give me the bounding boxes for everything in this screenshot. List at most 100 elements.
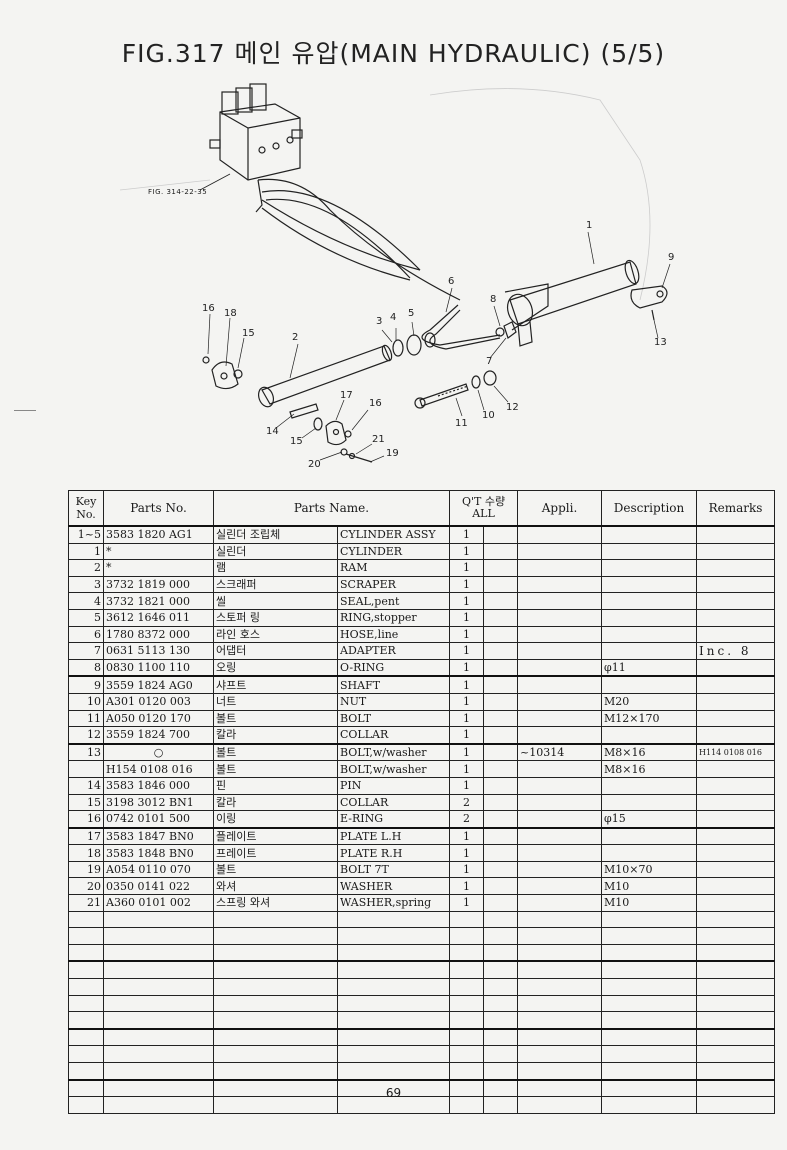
row-description	[601, 608, 698, 627]
blank-cell	[336, 1011, 451, 1030]
blank-cell	[336, 1096, 451, 1114]
callout-label: 14	[266, 426, 279, 437]
blank-cell	[696, 994, 776, 1013]
blank-cell	[68, 1028, 104, 1047]
row-appli	[517, 592, 603, 610]
row-quantity: 1	[449, 844, 485, 862]
callout-label: 15	[242, 328, 255, 339]
row-description	[601, 726, 698, 745]
blank-cell	[449, 1011, 485, 1030]
blank-cell	[336, 994, 451, 1013]
callout-label: 6	[448, 276, 455, 287]
blank-cell	[449, 994, 485, 1013]
cylinder-assy	[504, 259, 640, 347]
blank-cell	[517, 927, 603, 945]
blank-cell	[103, 927, 214, 945]
blank-cell	[213, 1028, 338, 1047]
row-part-no: A301 0120 003	[103, 692, 214, 711]
blank-cell	[213, 943, 338, 963]
callout-label: 13	[654, 337, 667, 348]
bolt-13	[651, 309, 655, 321]
callout-label: 12	[506, 402, 519, 413]
row-key-no: 9	[68, 675, 104, 694]
row-description: M8×16	[601, 743, 698, 762]
blank-cell	[601, 943, 698, 963]
row-remarks	[696, 877, 776, 896]
row-quantity-extra	[483, 642, 519, 660]
callout-label: 5	[408, 308, 415, 319]
row-appli	[517, 810, 603, 829]
hose	[265, 198, 411, 279]
seal-4	[406, 334, 422, 356]
row-name-english: PLATE L.H	[336, 827, 451, 846]
callout-label: 16	[202, 303, 215, 314]
row-quantity-extra	[483, 592, 519, 610]
blank-cell	[103, 943, 214, 963]
row-name-korean: 볼트	[213, 709, 338, 728]
blank-cell	[213, 1061, 338, 1081]
row-description	[601, 592, 698, 610]
blank-cell	[449, 927, 485, 945]
row-quantity-extra	[483, 692, 519, 711]
row-quantity-extra	[483, 894, 519, 912]
row-part-no: 3583 1848 BN0	[103, 844, 214, 862]
blank-cell	[517, 943, 603, 963]
plate-18	[211, 361, 239, 390]
row-quantity: 1	[449, 642, 485, 660]
row-key-no: 12	[68, 726, 104, 745]
row-name-english: BOLT,w/washer	[336, 760, 451, 778]
row-name-english: PIN	[336, 776, 451, 795]
hose	[261, 207, 411, 281]
row-name-korean: 샤프트	[213, 675, 338, 694]
row-name-korean: 실린더	[213, 542, 338, 561]
row-description	[601, 575, 698, 594]
row-part-no: A360 0101 002	[103, 894, 214, 912]
row-remarks	[696, 658, 776, 678]
row-description	[601, 542, 698, 561]
row-appli	[517, 860, 603, 879]
row-key-no: 3	[68, 575, 104, 594]
margin-mark	[14, 410, 36, 411]
row-quantity: 1	[449, 827, 485, 846]
blank-cell	[517, 960, 603, 980]
row-quantity: 1	[449, 525, 485, 544]
row-remarks	[696, 726, 776, 745]
blank-cell	[336, 910, 451, 929]
row-key-no: 6	[68, 625, 104, 644]
row-quantity: 1	[449, 608, 485, 627]
row-remarks	[696, 675, 776, 694]
callout-leaders	[207, 231, 671, 463]
blank-cell	[483, 927, 519, 945]
row-remarks: H114 0108 016	[696, 743, 776, 762]
row-remarks	[696, 525, 776, 544]
row-part-no: 3583 1820 AG1	[103, 525, 214, 544]
row-part-no: 3583 1846 000	[103, 776, 214, 795]
blank-cell	[213, 1011, 338, 1030]
callout-label: 8	[490, 294, 497, 305]
blank-cell	[336, 978, 451, 996]
blank-cell	[103, 910, 214, 929]
collar-12	[483, 370, 497, 386]
blank-cell	[483, 978, 519, 996]
blank-cell	[449, 960, 485, 980]
row-appli	[517, 692, 603, 711]
row-key-no: 8	[68, 658, 104, 678]
row-appli	[517, 608, 603, 627]
row-part-no: 0631 5113 130	[103, 642, 214, 660]
row-part-no: 3732 1821 000	[103, 592, 214, 610]
row-description	[601, 642, 698, 660]
row-key-no: 15	[68, 793, 104, 812]
row-quantity: 1	[449, 592, 485, 610]
row-appli	[517, 894, 603, 912]
table-row-blank	[68, 1011, 776, 1030]
callout-label: 17	[340, 390, 353, 401]
row-name-english: COLLAR	[336, 726, 451, 745]
